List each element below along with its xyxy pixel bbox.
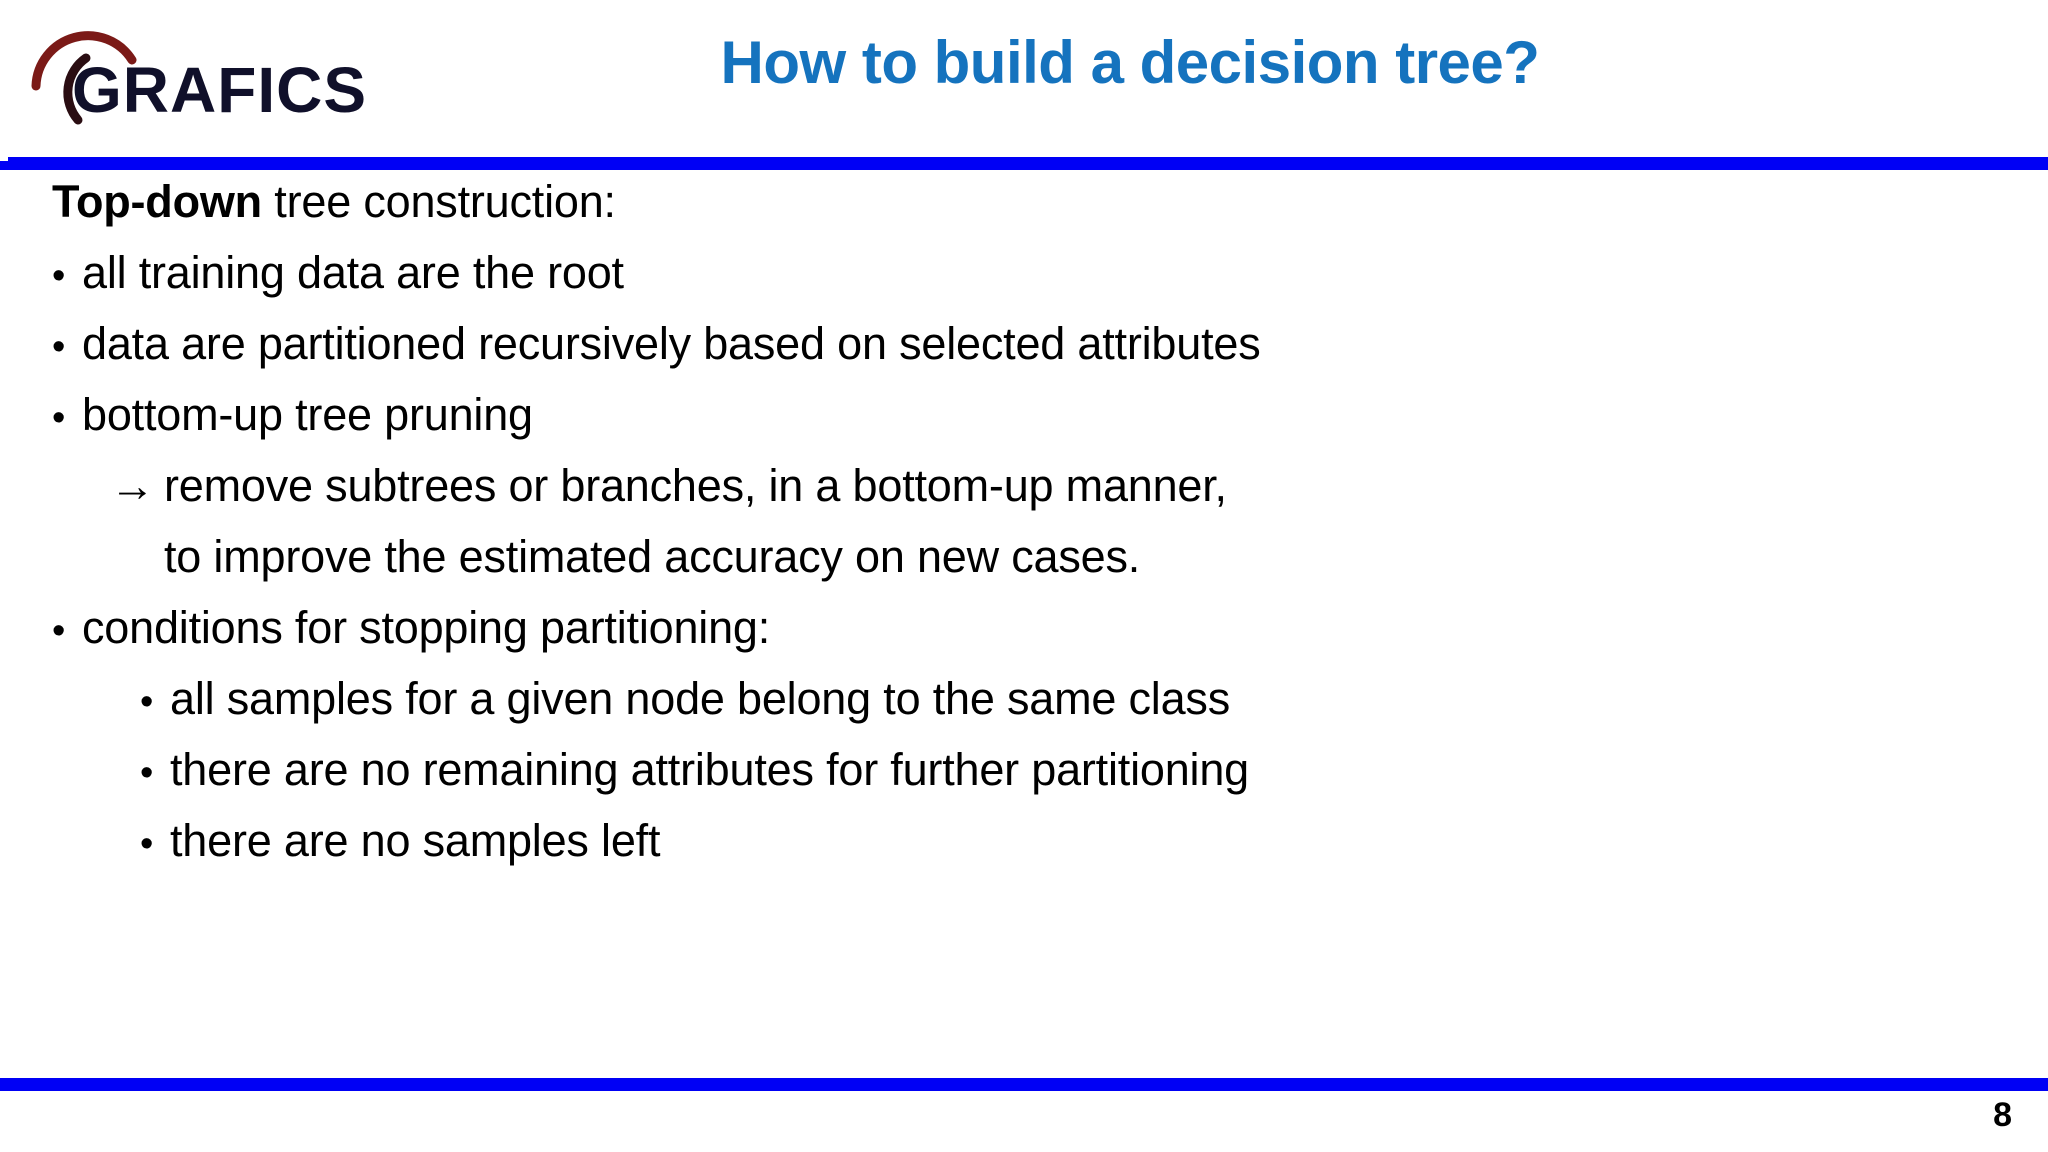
bullet-icon: • [52,255,66,297]
list-item-label: there are no samples left [170,815,661,866]
logo-arc-outer [31,31,137,91]
list-item-continuation: to improve the estimated accuracy on new… [110,531,1140,583]
slide-body: Top-down tree construction: • all trainin… [0,176,2048,1076]
slide-header: GRAFICS How to build a decision tree? [0,0,2048,158]
bullet-icon: • [52,326,66,368]
list-item: • data are partitioned recursively based … [52,318,1261,373]
page-number: 8 [1993,1096,2012,1134]
bullet-icon: • [52,610,66,652]
intro-rest: tree construction: [261,176,616,227]
list-item: • there are no remaining attributes for f… [140,744,1249,799]
list-item: • all training data are the root [52,247,624,302]
intro-line: Top-down tree construction: [52,176,616,228]
list-item-label: bottom-up tree pruning [82,389,533,440]
list-item: →remove subtrees or branches, in a botto… [110,460,1227,512]
footer-divider-rule [0,1078,2048,1091]
grafics-logo: GRAFICS [14,24,394,134]
list-item-label: to improve the estimated accuracy on new… [164,531,1141,582]
list-item-label: conditions for stopping partitioning: [82,602,771,653]
header-divider-rule [0,157,2048,170]
header-rule-notch [0,157,8,161]
logo-wordmark: GRAFICS [72,54,367,126]
list-item-label: there are no remaining attributes for fu… [170,744,1249,795]
page-title: How to build a decision tree? [720,29,1540,96]
arrow-right-icon: → [110,460,155,511]
list-item: • there are no samples left [140,815,660,870]
list-item: • conditions for stopping partitioning: [52,602,770,657]
intro-lead: Top-down [52,176,262,227]
bullet-icon: • [140,823,154,865]
bullet-icon: • [140,681,154,723]
logo-arc-inner [63,53,91,125]
list-item-label: remove subtrees or branches, in a bottom… [164,460,1227,511]
bullet-icon: • [52,397,66,439]
list-item-label: all samples for a given node belong to t… [170,673,1231,724]
list-item: • all samples for a given node belong to … [140,673,1230,728]
list-item-label: data are partitioned recursively based o… [82,318,1261,369]
logo-graphic: GRAFICS [31,31,367,126]
bullet-icon: • [140,752,154,794]
list-item: • bottom-up tree pruning [52,389,533,444]
list-item-label: all training data are the root [82,247,624,298]
